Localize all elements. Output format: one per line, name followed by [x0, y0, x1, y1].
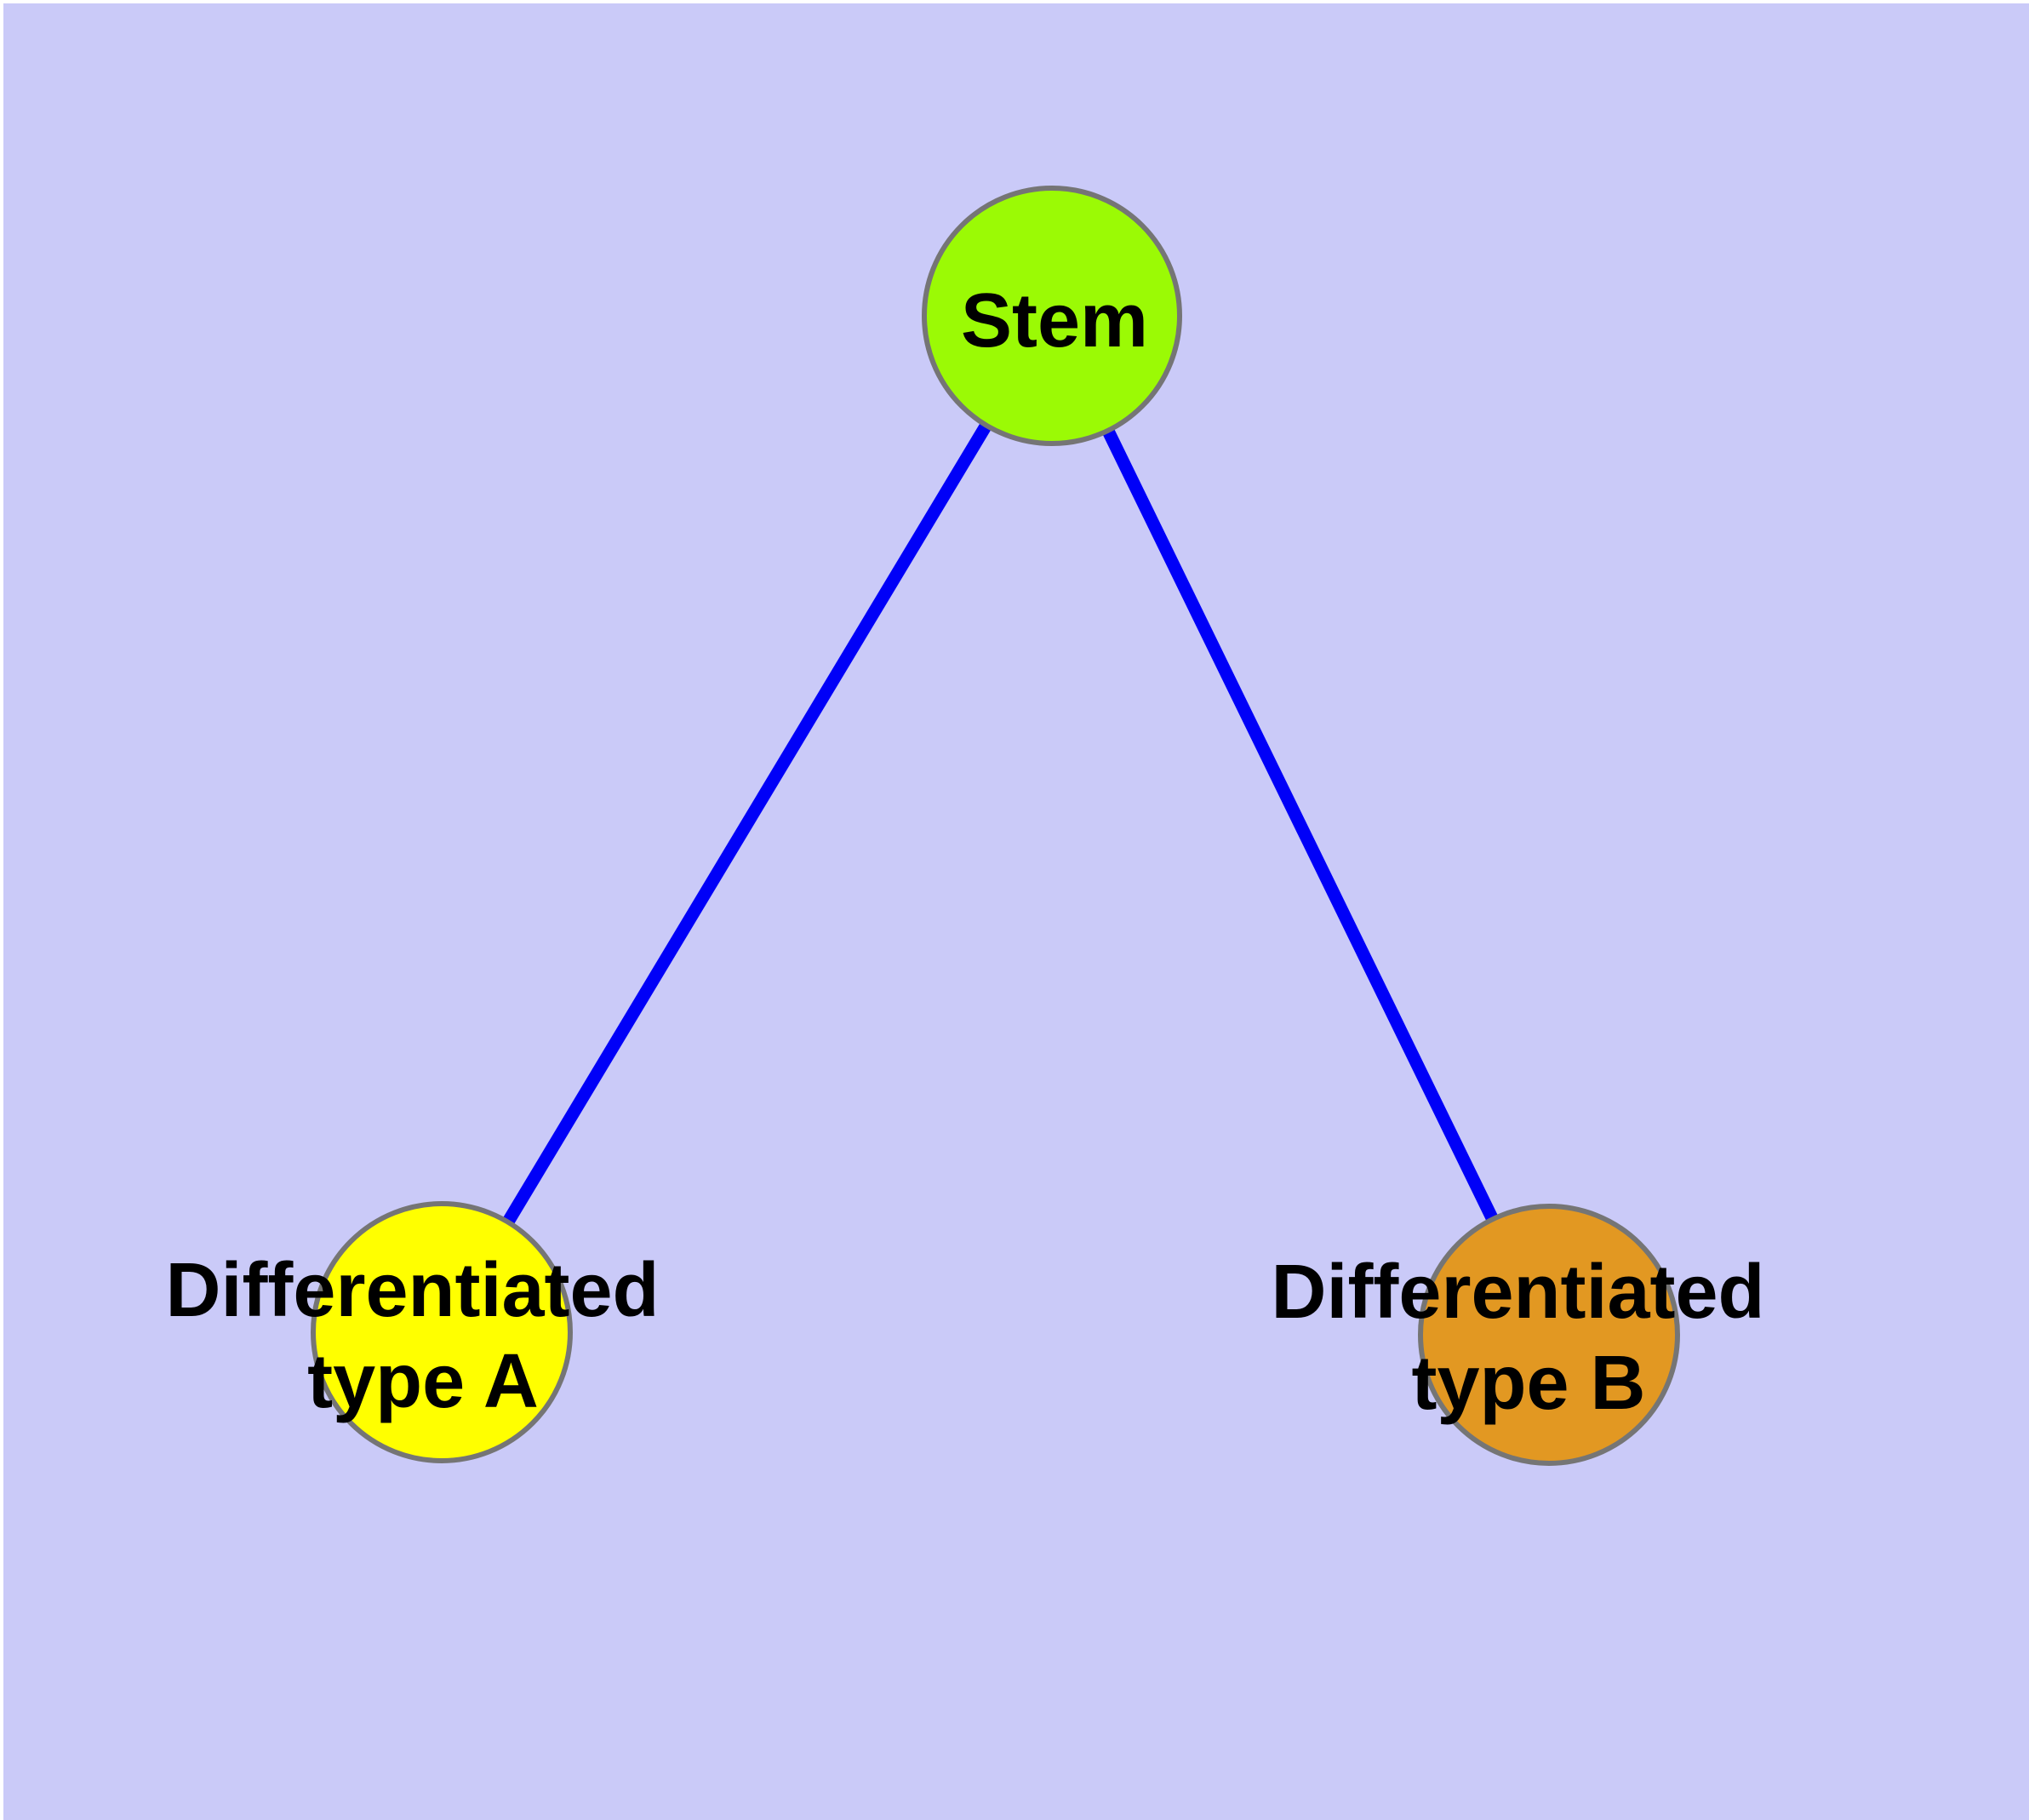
node-type-a-label-line-2: type A	[307, 1339, 539, 1424]
node-type-a-label: Differentiated type A	[165, 1248, 680, 1424]
node-type-b-label: Differentiated type B	[1271, 1250, 1786, 1426]
node-stem-label-line-1: Stem	[961, 278, 1148, 363]
node-stem-circle	[922, 186, 1182, 446]
node-type-b-label-line-1: Differentiated	[1271, 1250, 1764, 1335]
edge-stem-to-type-b	[1046, 312, 1555, 1338]
node-stem-label: Stem	[961, 278, 1148, 363]
node-type-b-circle	[1418, 1204, 1680, 1466]
edge-stem-to-type-a	[436, 312, 1058, 1336]
node-type-a-circle	[311, 1201, 573, 1463]
node-type-a-label-line-1: Differentiated	[165, 1248, 659, 1333]
node-type-b-label-line-2: type B	[1411, 1341, 1645, 1426]
